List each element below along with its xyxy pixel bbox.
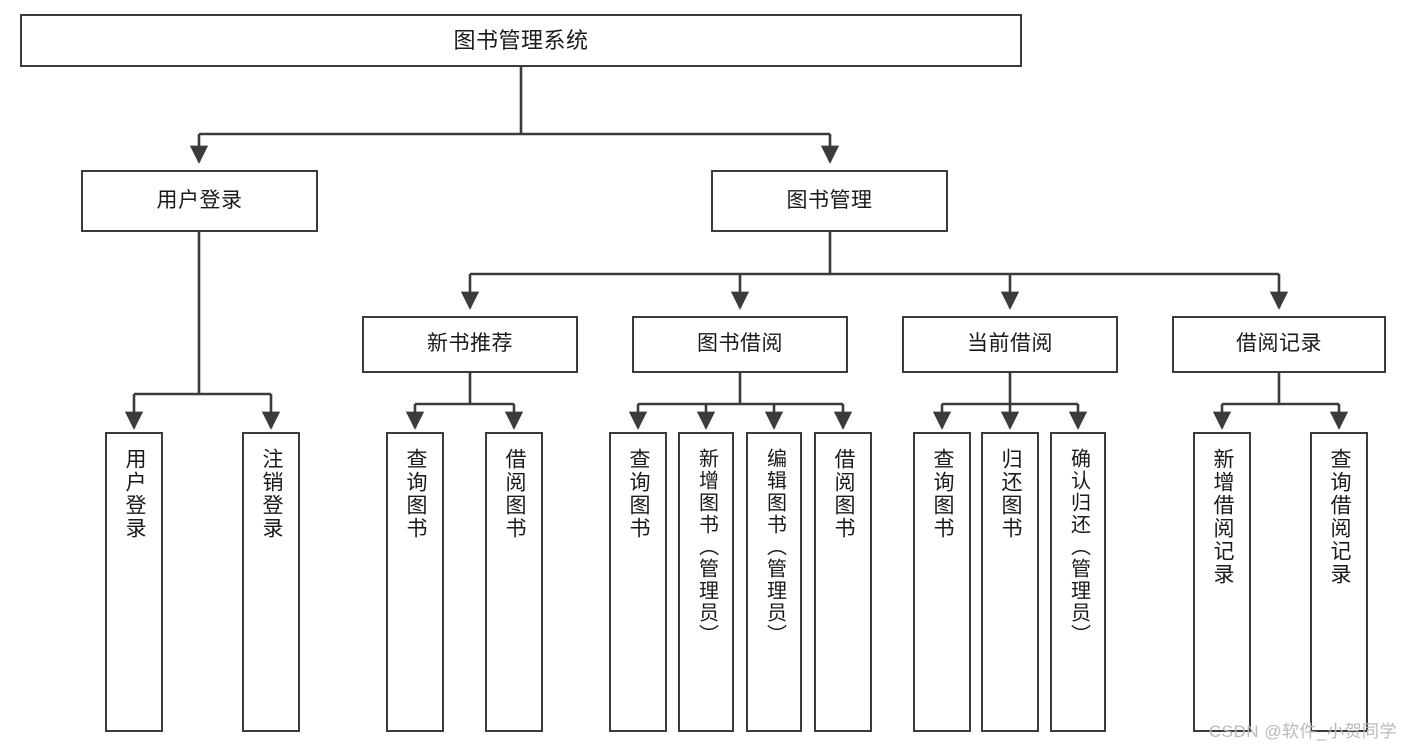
node-label: 用户登录 — [156, 188, 243, 212]
node-label: 新书推荐 — [427, 332, 513, 356]
node-label: 借阅图书 — [503, 448, 527, 540]
node-label: 查询图书 — [931, 448, 955, 540]
node-label: 查询图书 — [627, 448, 651, 540]
leaf-user-login-login[interactable]: 用户登录 — [105, 432, 163, 732]
node-label: 用户登录 — [123, 448, 147, 540]
leaf-book-borrow-query-books[interactable]: 查询图书 — [609, 432, 667, 732]
node-book-borrowing[interactable]: 图书借阅 — [632, 316, 848, 373]
leaf-current-borrow-query-books[interactable]: 查询图书 — [913, 432, 971, 732]
leaf-book-borrow-add-book-admin[interactable]: 新增图书（管理员） — [678, 432, 734, 732]
leaf-book-borrow-borrow-books[interactable]: 借阅图书 — [814, 432, 872, 732]
node-borrowing-records[interactable]: 借阅记录 — [1172, 316, 1386, 373]
leaf-new-book-query-books[interactable]: 查询图书 — [386, 432, 444, 732]
leaf-new-book-borrow-books[interactable]: 借阅图书 — [485, 432, 543, 732]
node-label: 图书管理 — [786, 188, 873, 212]
node-book-management[interactable]: 图书管理 — [711, 170, 948, 232]
leaf-user-login-logout[interactable]: 注销登录 — [242, 432, 300, 732]
leaf-borrow-record-query-record[interactable]: 查询借阅记录 — [1310, 432, 1368, 732]
node-current-borrowing[interactable]: 当前借阅 — [902, 316, 1118, 373]
node-label: 当前借阅 — [967, 332, 1053, 356]
node-label: 借阅记录 — [1236, 332, 1322, 356]
leaf-current-borrow-confirm-return-admin[interactable]: 确认归还（管理员） — [1050, 432, 1106, 732]
node-label: 借阅图书 — [832, 448, 856, 540]
node-label: 查询借阅记录 — [1328, 448, 1352, 586]
node-label: 新增借阅记录 — [1211, 448, 1235, 586]
node-label: 确认归还（管理员） — [1067, 448, 1090, 646]
leaf-borrow-record-add-record[interactable]: 新增借阅记录 — [1193, 432, 1251, 732]
node-user-login[interactable]: 用户登录 — [81, 170, 318, 232]
node-label: 新增图书（管理员） — [695, 448, 718, 646]
csdn-watermark: CSDN @软件_小贺同学 — [1208, 722, 1397, 741]
node-new-book-recommendation[interactable]: 新书推荐 — [362, 316, 578, 373]
node-root-book-management-system[interactable]: 图书管理系统 — [20, 14, 1022, 67]
leaf-current-borrow-return-books[interactable]: 归还图书 — [981, 432, 1039, 732]
node-label: 注销登录 — [260, 448, 284, 540]
node-label: 图书管理系统 — [453, 27, 589, 53]
leaf-book-borrow-edit-book-admin[interactable]: 编辑图书（管理员） — [746, 432, 802, 732]
node-label: 查询图书 — [404, 448, 428, 540]
node-label: 归还图书 — [999, 448, 1023, 540]
node-label: 编辑图书（管理员） — [763, 448, 786, 646]
node-label: 图书借阅 — [697, 332, 783, 356]
